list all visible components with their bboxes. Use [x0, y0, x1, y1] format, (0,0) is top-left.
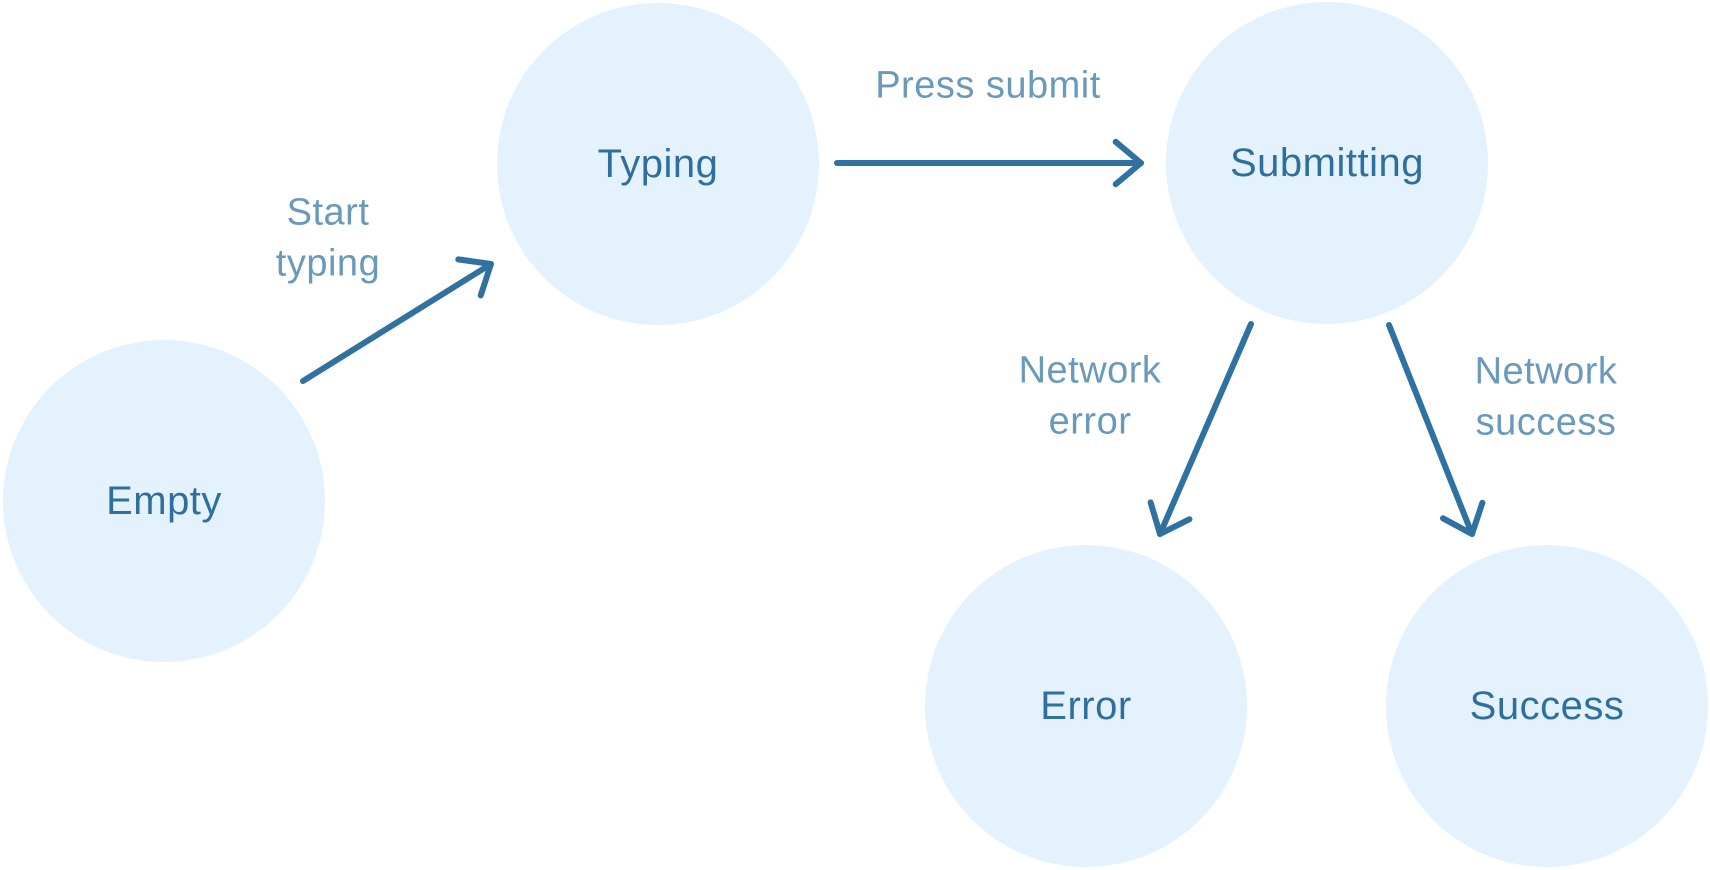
edge-label-start-typing: Start typing: [275, 191, 381, 285]
state-node-submitting: Submitting: [1166, 2, 1488, 324]
edge-submitting-to-success: [1386, 322, 1486, 537]
arrow-line: [300, 261, 494, 384]
state-node-label: Typing: [597, 141, 719, 186]
arrowhead: [1112, 138, 1144, 188]
edge-label-network-error: Network error: [1018, 349, 1162, 443]
arrowhead: [455, 256, 494, 299]
state-node-typing: Typing: [497, 3, 819, 325]
arrow-line: [1157, 321, 1254, 537]
state-node-success: Success: [1386, 545, 1708, 867]
edge-typing-to-submitting: [834, 138, 1144, 188]
arrow-line: [1386, 322, 1475, 537]
edge-submitting-to-error: [1147, 321, 1254, 537]
arrowhead: [1147, 499, 1193, 537]
edge-empty-to-typing: [300, 256, 494, 384]
arrowhead: [1440, 499, 1486, 537]
state-node-empty: Empty: [3, 340, 325, 662]
state-node-label: Empty: [106, 478, 222, 523]
state-node-label: Error: [1040, 683, 1132, 728]
edge-label-network-success: Network success: [1474, 350, 1618, 444]
state-node-label: Submitting: [1230, 140, 1424, 185]
state-node-label: Success: [1469, 683, 1625, 728]
edge-label-press-submit: Press submit: [875, 64, 1101, 107]
state-node-error: Error: [925, 545, 1247, 867]
